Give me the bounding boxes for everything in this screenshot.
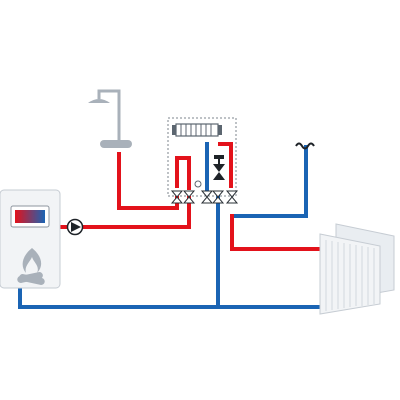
- boiler-body: [0, 189, 61, 289]
- return-pipes: [18, 142, 324, 309]
- station-housing: [167, 117, 237, 197]
- valve-icon: [182, 190, 196, 204]
- service-valves: [170, 190, 239, 204]
- heat-exchanger-plates: [180, 124, 212, 136]
- boiler-supply-line: [58, 196, 191, 229]
- log-icon: [19, 274, 45, 285]
- radiator-supply-line: [230, 214, 324, 251]
- shower-mixer-icon: [100, 140, 132, 148]
- shower: [88, 89, 132, 148]
- wavy-inlet-icon: [295, 142, 315, 150]
- pump-direction-arrow: [71, 222, 81, 232]
- temperature-sensor-icon: [194, 180, 202, 188]
- radiator: [319, 223, 395, 315]
- boiler-with-flame-icon: [17, 248, 45, 285]
- hydraulic-station: [167, 117, 237, 197]
- valve-icon: [211, 190, 225, 204]
- valve-icon: [170, 190, 184, 204]
- valve-icon: [225, 190, 239, 204]
- mixing-valve-icon: [213, 164, 225, 180]
- exchanger-port-left: [172, 125, 176, 135]
- station-hot-left: [175, 156, 191, 190]
- three-way-valve: [213, 155, 225, 180]
- exchanger-port-right: [218, 125, 222, 135]
- station-hot-right: [218, 142, 233, 188]
- cold-water-line: [230, 145, 308, 218]
- valve-actuator: [214, 155, 224, 159]
- main-return-line: [18, 288, 324, 309]
- display-gradient: [15, 210, 45, 223]
- circulation-pump: [66, 218, 84, 236]
- heat-exchanger-icon: [175, 123, 219, 137]
- supply-pipes: [58, 142, 324, 251]
- valve-icon: [200, 190, 214, 204]
- shower-riser: [97, 89, 121, 142]
- flame-icon: [22, 248, 42, 273]
- shower-head-icon: [88, 99, 110, 103]
- boiler: [0, 189, 61, 289]
- radiator-fins: [325, 240, 375, 311]
